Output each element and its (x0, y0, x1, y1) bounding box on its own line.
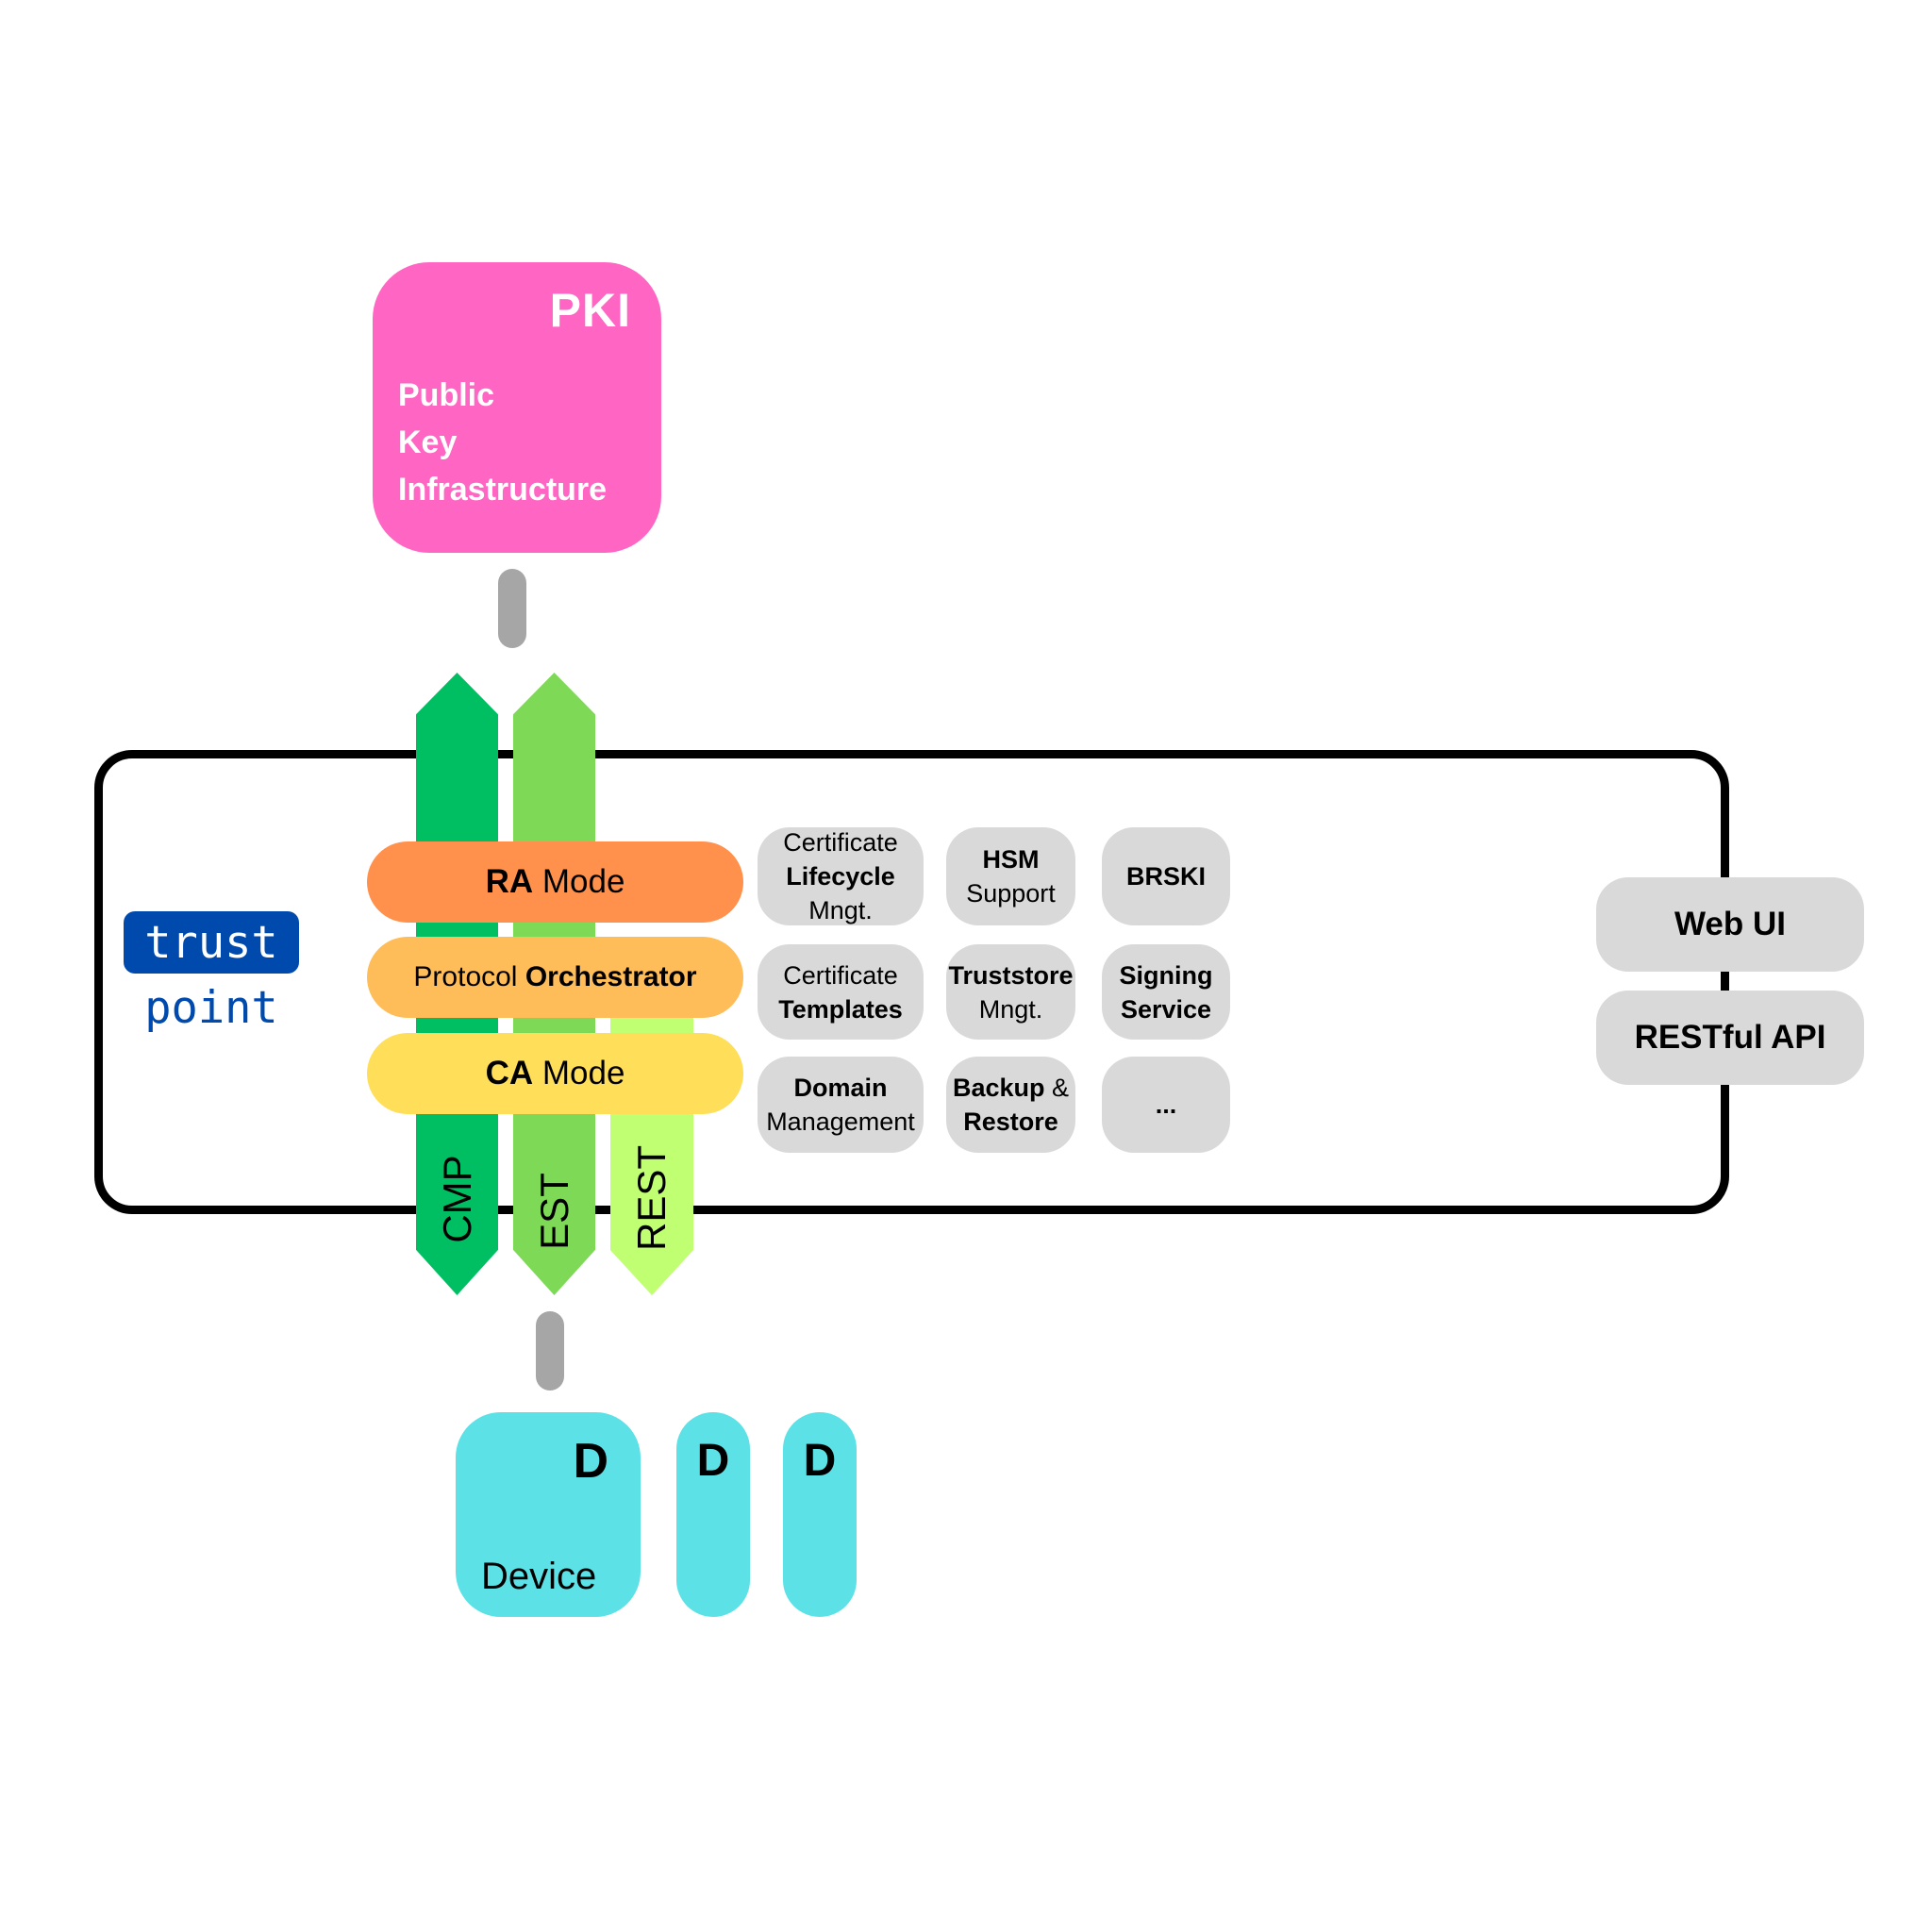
feature-text-bold: Domain (793, 1074, 888, 1102)
feature-pill-domain-management: Domain Management (758, 1057, 924, 1153)
feature-line: Signing (1120, 958, 1213, 992)
cmp-arrow-label: CMP (434, 1155, 479, 1243)
device-d-initial: D (696, 1436, 730, 1486)
pki-subtitle-line1: Public (398, 377, 495, 413)
restful-api-label: RESTful API (1634, 1019, 1826, 1056)
feature-line: Restore (963, 1105, 1058, 1139)
device-box-3: D (783, 1412, 857, 1617)
ra-mode-label-bold: RA (485, 863, 534, 900)
feature-line: Domain (793, 1071, 887, 1105)
feature-line: Templates (778, 992, 903, 1026)
feature-text: Mngt. (978, 994, 1043, 1024)
feature-pill-hsm-support: HSM Support (946, 827, 1075, 925)
feature-text: Management (766, 1108, 915, 1136)
feature-text-bold: BRSKI (1125, 862, 1206, 891)
web-ui-pill: Web UI (1596, 877, 1864, 972)
ca-mode-pill: CA Mode (367, 1033, 743, 1114)
feature-text-bold: HSM (982, 845, 1040, 874)
ca-mode-label: Mode (533, 1055, 625, 1091)
feature-line: Mngt. (979, 992, 1043, 1026)
feature-line: HSM (983, 842, 1040, 876)
pki-title: PKI (549, 284, 631, 337)
rest-arrow-label: REST (629, 1144, 674, 1252)
feature-pill-signing-service: Signing Service (1102, 944, 1230, 1040)
protocol-orchestrator-label-bold: Orchestrator (517, 961, 697, 992)
trustpoint-to-device-connector (536, 1311, 564, 1391)
feature-line: Backup & (953, 1071, 1069, 1105)
feature-text: Mngt. (808, 862, 903, 924)
device-d-initial: D (573, 1434, 608, 1489)
ra-mode-pill: RA Mode (367, 841, 743, 923)
feature-pill-certificate-templates: Certificate Templates (758, 944, 924, 1040)
feature-pill-truststore-mngt: Truststore Mngt. (946, 944, 1075, 1040)
feature-text-bold: Truststore (948, 960, 1074, 990)
feature-text-bold: Service (1120, 994, 1212, 1024)
feature-pill-backup-restore: Backup & Restore (946, 1057, 1075, 1153)
feature-line: Lifecycle Mngt. (758, 859, 924, 927)
feature-text: & (1044, 1074, 1070, 1102)
web-ui-label: Web UI (1674, 906, 1786, 942)
feature-line: BRSKI (1126, 859, 1206, 893)
device-d-initial: D (803, 1436, 837, 1486)
feature-text-bold: Restore (963, 1108, 1058, 1136)
feature-pill-ellipsis: ... (1102, 1057, 1230, 1153)
feature-line: Certificate (783, 825, 898, 859)
pki-box: PKI Public Key Infrastructure (373, 262, 661, 553)
feature-text-bold: Signing (1119, 960, 1213, 990)
feature-line: Truststore (948, 958, 1073, 992)
feature-pill-certificate-lifecycle: Certificate Lifecycle Mngt. (758, 827, 924, 925)
pki-subtitle: Public Key Infrastructure (398, 372, 607, 513)
device-label: Device (481, 1556, 597, 1597)
device-box-main: D Device (456, 1412, 641, 1617)
feature-text-bold: Templates (778, 994, 903, 1024)
pki-subtitle-line3: Infrastructure (398, 472, 608, 508)
trustpoint-logo-point-wrap: point (124, 977, 299, 1038)
trustpoint-logo-badge: trust (124, 911, 299, 974)
trustpoint-boundary-box (94, 750, 1729, 1214)
ca-mode-label-bold: CA (485, 1055, 534, 1091)
feature-text-bold: ... (1155, 1091, 1177, 1119)
trustpoint-logo-point: point (144, 981, 278, 1034)
pki-to-trustpoint-connector (498, 569, 526, 648)
feature-line: ... (1156, 1088, 1177, 1122)
feature-line: Management (766, 1105, 915, 1139)
feature-text: Certificate (783, 828, 898, 857)
feature-text-bold: Backup (952, 1074, 1045, 1102)
trustpoint-logo-trust: trust (144, 916, 278, 969)
device-box-2: D (676, 1412, 750, 1617)
feature-text: Support (966, 879, 1056, 908)
protocol-orchestrator-label: Protocol (413, 961, 518, 992)
feature-line: Support (966, 876, 1056, 910)
ra-mode-label: Mode (533, 863, 625, 900)
feature-text-bold: Lifecycle (786, 862, 895, 891)
feature-line: Service (1121, 992, 1211, 1026)
protocol-orchestrator-pill: Protocol Orchestrator (367, 937, 743, 1018)
feature-line: Certificate (783, 958, 898, 992)
feature-text: Certificate (783, 960, 898, 990)
pki-subtitle-line2: Key (398, 425, 458, 460)
feature-pill-brski: BRSKI (1102, 827, 1230, 925)
est-arrow-label: EST (531, 1173, 576, 1250)
restful-api-pill: RESTful API (1596, 991, 1864, 1085)
